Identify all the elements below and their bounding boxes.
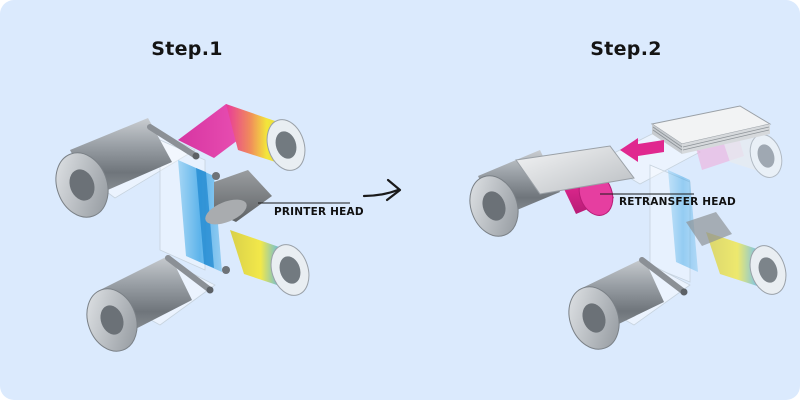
- step1-takeup-roller: [86, 255, 192, 352]
- step2-takeup-roller: [568, 258, 664, 350]
- retransfer-head-label: RETRANSFER HEAD: [619, 196, 736, 208]
- step2-title: Step.2: [590, 38, 662, 60]
- step2-card-stack: [650, 105, 772, 154]
- step1-printer-head: [205, 170, 272, 225]
- step1-used-ribbon-roll: [230, 230, 310, 296]
- card-feed-arrow-icon: [620, 138, 664, 162]
- step1-title: Step.1: [151, 38, 223, 60]
- arrow-right-icon: [362, 178, 402, 202]
- step2-illustration: [469, 105, 787, 350]
- step2-used-ribbon-roll: [706, 232, 787, 295]
- step2-card-sheet: [515, 145, 635, 195]
- step1-supply-roller: [55, 118, 172, 218]
- step1-ribbon-roll: [226, 104, 306, 171]
- printer-head-label: PRINTER HEAD: [274, 206, 364, 218]
- step1-illustration: [55, 104, 350, 352]
